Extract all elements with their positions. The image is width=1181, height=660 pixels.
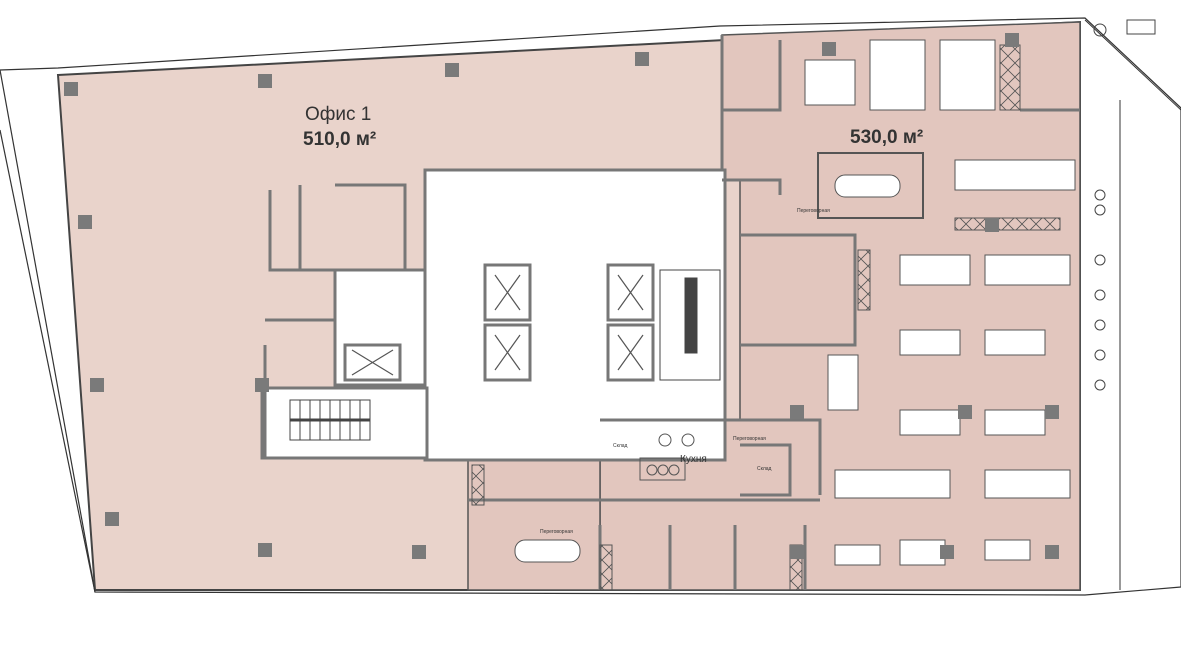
kitchen-equipment (639, 433, 695, 481)
office-1-partitions (263, 35, 724, 458)
desk-clusters (804, 39, 1076, 566)
meeting-table-bottom (514, 539, 581, 563)
office-1-name: Офис 1 (305, 104, 371, 125)
facade-fixtures (1093, 19, 1156, 391)
right-facade-outer (1084, 19, 1181, 111)
office-2-partitions (468, 40, 1080, 590)
office-2-south-zone (467, 459, 601, 591)
office-2-area: 530,0 м² (850, 127, 923, 148)
left-facade-line (0, 129, 96, 593)
meeting-room-top (817, 152, 924, 219)
stairs (289, 269, 721, 441)
meeting-room-label-top: Переговорная (797, 208, 830, 214)
storage-panels (471, 44, 1061, 591)
storage-label-1: Склад (613, 443, 628, 449)
meeting-table-top (834, 174, 901, 198)
elevators (343, 263, 655, 382)
columns (64, 33, 1059, 559)
kitchen-label: Кухня (680, 454, 707, 465)
meeting-room-label-bottom: Переговорная (540, 529, 573, 535)
meeting-room-label-middle: Переговорная (733, 436, 766, 442)
storage-label-2: Склад (757, 466, 772, 472)
core-wc-block (333, 268, 427, 387)
office-1-area: 510,0 м² (303, 129, 376, 150)
